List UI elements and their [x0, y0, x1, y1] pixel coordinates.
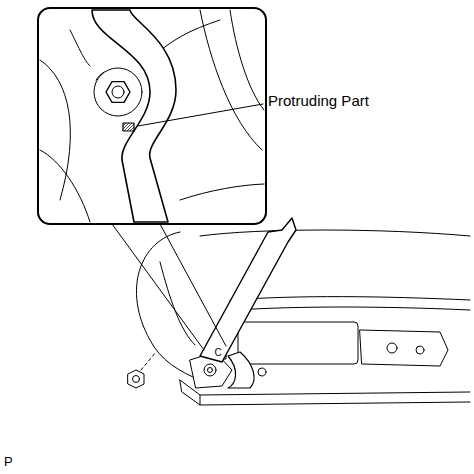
seat-contour: [160, 262, 195, 345]
hinge-bolt: [204, 364, 216, 376]
bolt: [258, 368, 266, 376]
tool-jaw: [228, 352, 254, 388]
zoom-line: [160, 224, 226, 346]
leader-line: [138, 104, 263, 126]
bracket-boss: [94, 68, 142, 116]
bracket: [360, 330, 448, 366]
wrench: [92, 10, 176, 222]
bolt: [416, 346, 424, 354]
nut: [128, 370, 144, 388]
dashed-line: [141, 352, 156, 370]
nut-hole: [133, 376, 140, 383]
seat-track-plate: [238, 322, 358, 364]
wrench-handle-edge: [200, 10, 262, 150]
tool-handle: [200, 218, 296, 362]
inset-frame: [38, 8, 266, 224]
cushion-edge: [230, 297, 470, 300]
seat-contour: [40, 150, 90, 222]
part-label: Protruding Part: [268, 93, 369, 110]
hinge-bolt: [208, 368, 213, 373]
page-letter: P: [4, 455, 13, 469]
cushion-top: [200, 230, 470, 236]
cushion-edge: [235, 307, 470, 310]
bolt: [387, 343, 397, 353]
boss-arc: [96, 72, 104, 80]
seat-contour: [40, 60, 70, 200]
seat-rail: [200, 402, 470, 405]
bolt-end: [112, 86, 124, 98]
seat-contour: [70, 30, 90, 66]
seat-contour: [180, 184, 264, 200]
zoom-line: [112, 224, 204, 350]
protruding-part: [123, 123, 134, 131]
nut: [106, 82, 130, 103]
seat-side: [136, 232, 200, 380]
wrench-handle-edge: [230, 10, 264, 110]
seat-rail: [200, 392, 470, 395]
mark-letter: C: [215, 347, 222, 358]
